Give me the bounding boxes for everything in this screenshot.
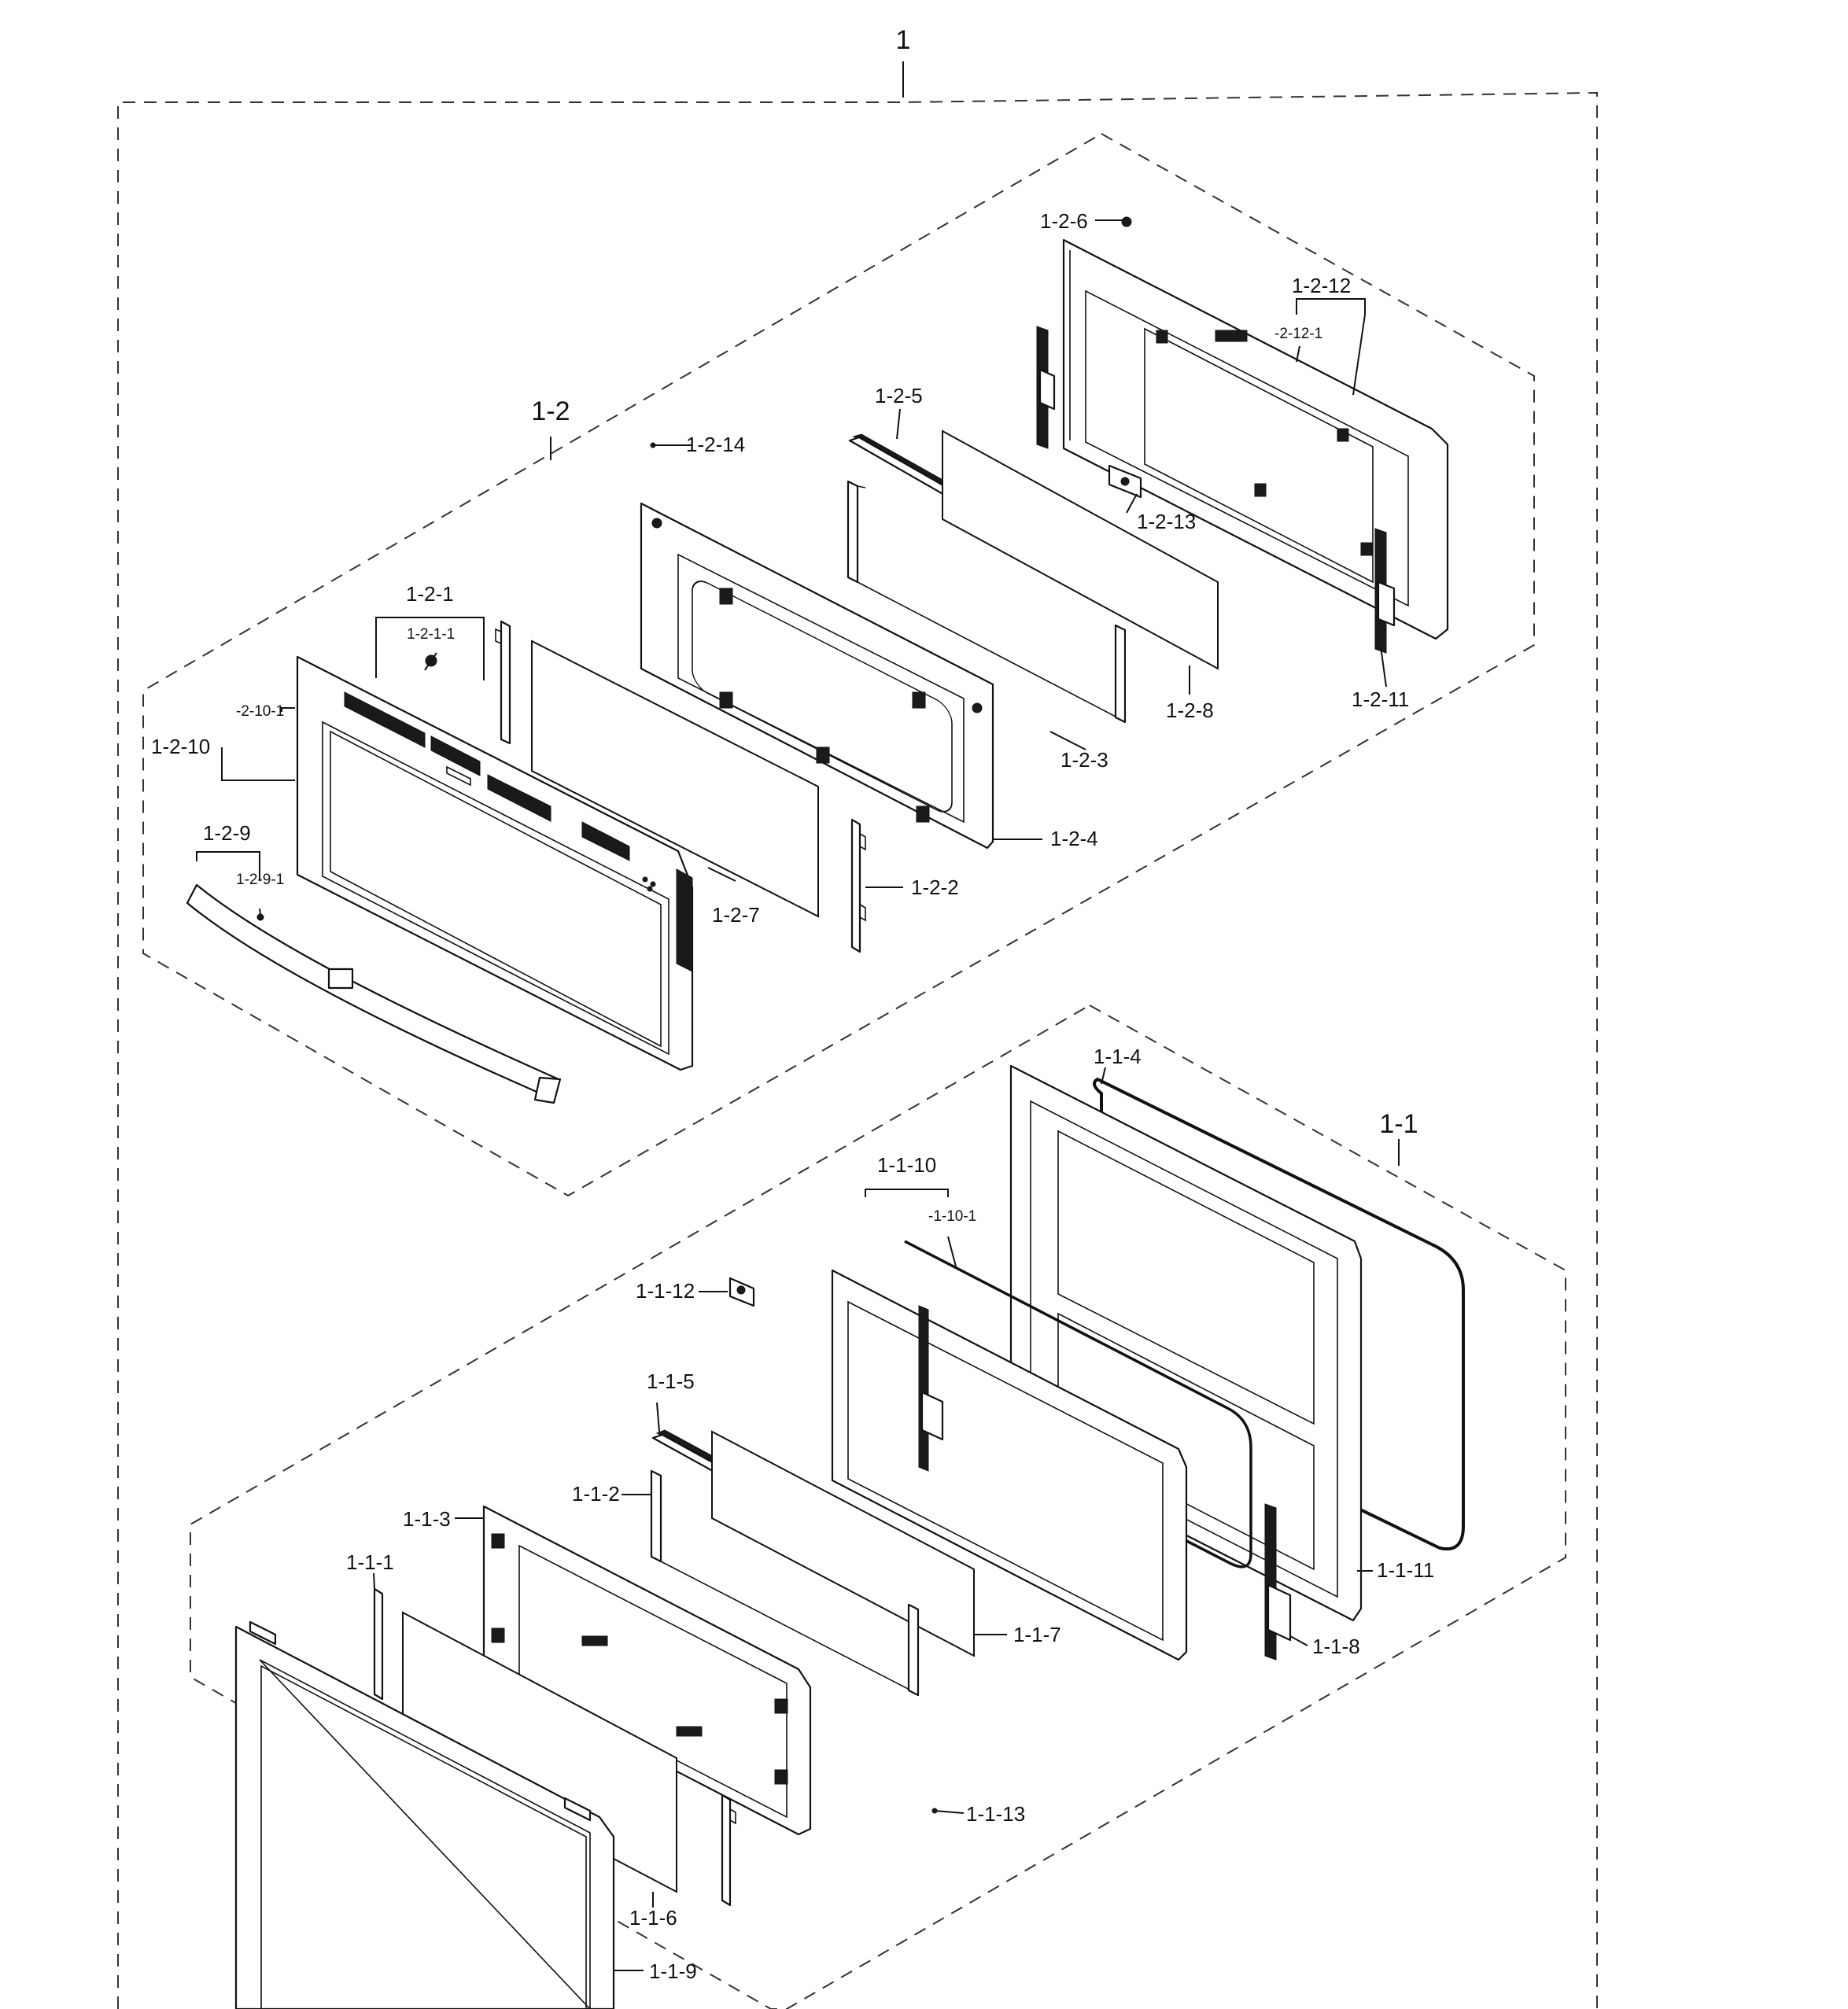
outer-glass-1-1-7 <box>711 1430 975 1657</box>
label-1: 1 <box>896 25 911 55</box>
front-panel-1-1-9 <box>234 1620 615 2009</box>
label-1-2: 1-2 <box>531 396 570 426</box>
screw-1-2-6 <box>1121 216 1132 227</box>
label-1-1-9: 1-1-9 <box>649 1959 697 1983</box>
label-1-2-10: 1-2-10 <box>151 735 210 758</box>
label-1-1-7: 1-1-7 <box>1013 1623 1061 1646</box>
hinge-1-1-8 <box>1264 1503 1292 1661</box>
hinge-1-2-11-right <box>1374 528 1396 654</box>
label-1-2-12-1: -2-12-1 <box>1274 326 1322 342</box>
label-1-1-5: 1-1-5 <box>647 1369 695 1393</box>
spacer-1-1-2 <box>650 1469 920 1697</box>
label-1-1-13: 1-1-13 <box>966 1802 1025 1826</box>
label-1-2-13: 1-2-13 <box>1137 510 1196 533</box>
hinge-1-2-11-left <box>1036 326 1056 449</box>
label-1-1-12: 1-1-12 <box>636 1279 695 1303</box>
label-1-2-4: 1-2-4 <box>1050 827 1098 850</box>
frame-clips <box>719 588 930 823</box>
label-1-1-1: 1-1-1 <box>346 1550 394 1574</box>
inner-glass-1-1-6 <box>402 1611 677 1893</box>
frame-clips-lower <box>491 1533 788 1785</box>
inner-glass-1-2-7 <box>531 640 819 918</box>
front-panel-1-2-10 <box>296 655 694 1071</box>
label-1-2-9-1: 1-2-9-1 <box>236 872 284 888</box>
bracket-upper-left <box>495 620 511 745</box>
label-1-2-11: 1-2-11 <box>1352 687 1409 711</box>
liner-tabs <box>1156 330 1373 556</box>
group-1-2-boundary: 1-2 <box>142 132 1535 1197</box>
screw-1-2-1-1 <box>375 617 485 680</box>
label-1-1-6: 1-1-6 <box>629 1906 677 1930</box>
door-liner-1-2-12 <box>1062 238 1449 640</box>
label-1-1-10: 1-1-10 <box>877 1153 936 1177</box>
bracket-1-2-2 <box>850 818 866 953</box>
label-1-2-6: 1-2-6 <box>1040 209 1088 233</box>
leader-lines <box>196 219 1387 1971</box>
label-1-2-12: 1-2-12 <box>1292 274 1351 297</box>
spacer-1-2-3 <box>847 480 1127 724</box>
bracket-lower-right <box>721 1793 736 1907</box>
part-labels: 1-2-6 1-2-12 -2-12-1 1-2-5 1-2-14 1-2-13… <box>151 209 1434 1983</box>
latch-1-2-13 <box>1108 464 1142 499</box>
label-1-1-10-1: -1-10-1 <box>928 1208 976 1225</box>
hinge-1-1-left <box>918 1305 944 1472</box>
latch-1-1-12 <box>729 1277 755 1307</box>
label-1-1-3: 1-1-3 <box>403 1507 451 1531</box>
label-1-2-1-1: 1-2-1-1 <box>407 626 455 643</box>
label-1-2-14: 1-2-14 <box>686 433 745 456</box>
label-1-1: 1-1 <box>1379 1109 1418 1139</box>
label-1-2-9: 1-2-9 <box>203 821 251 845</box>
label-1-2-2: 1-2-2 <box>911 875 959 899</box>
inner-frame-1-2-4 <box>640 502 994 850</box>
handle-1-2-9 <box>186 883 562 1104</box>
group-1-1-boundary: 1-1 <box>190 1004 1566 2009</box>
outer-glass-1-2-8 <box>942 429 1219 670</box>
bracket-1-1-1 <box>373 1587 384 1701</box>
vent-grille <box>344 691 693 972</box>
label-1-1-2: 1-1-2 <box>572 1482 620 1506</box>
label-1-1-4: 1-1-4 <box>1094 1045 1142 1068</box>
inner-frame-1-1-3 <box>482 1505 812 1836</box>
assembly-1-callout: 1 <box>117 25 1598 2009</box>
label-1-2-10-1: -2-10-1 <box>236 703 284 720</box>
label-1-1-11: 1-1-11 <box>1377 1558 1434 1582</box>
label-1-1-8: 1-1-8 <box>1312 1635 1360 1658</box>
label-1-2-8: 1-2-8 <box>1166 699 1214 722</box>
label-1-2-7: 1-2-7 <box>712 903 760 927</box>
label-1-2-1: 1-2-1 <box>406 582 454 606</box>
label-1-2-3: 1-2-3 <box>1060 748 1108 772</box>
label-1-2-5: 1-2-5 <box>875 384 923 407</box>
